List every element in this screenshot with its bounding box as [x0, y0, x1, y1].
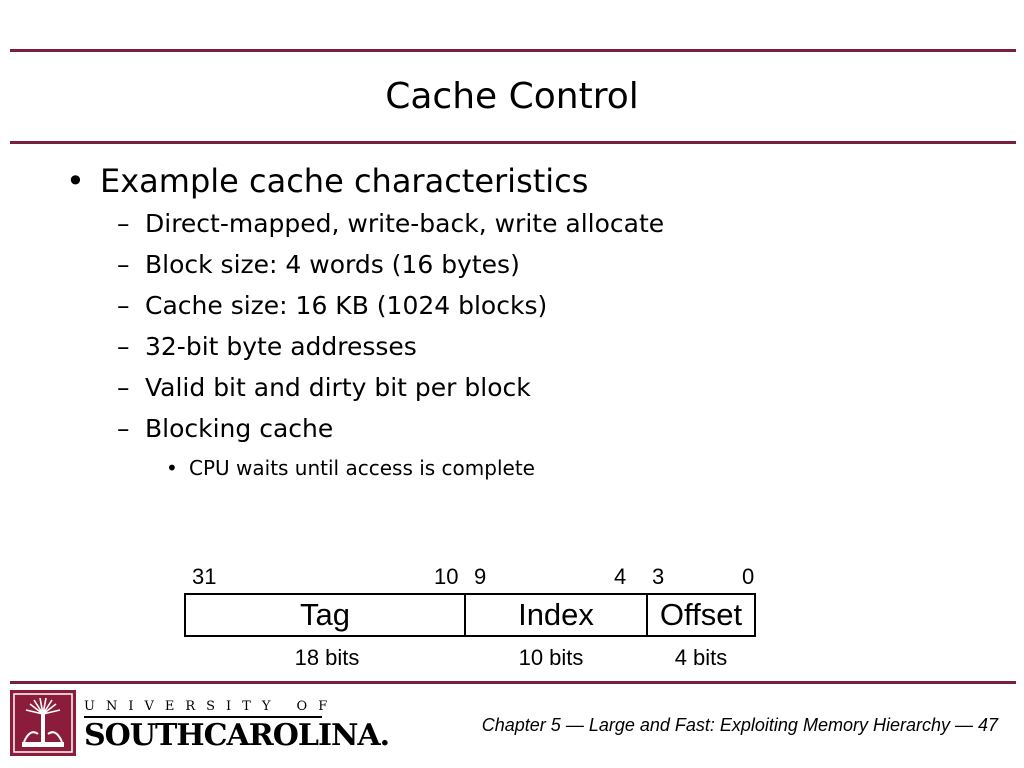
address-fields: Tag Index Offset [184, 593, 756, 637]
dash-marker: – [117, 250, 130, 279]
bullet-marker: • [66, 162, 85, 200]
wordmark-rule [84, 716, 322, 718]
sub-item-text: Block size: 4 words (16 bytes) [145, 250, 520, 279]
dash-marker: – [117, 291, 130, 320]
title-divider [10, 141, 1016, 144]
sub-item-text: Cache size: 16 KB (1024 blocks) [145, 291, 548, 320]
bit-number-4: 4 [614, 564, 627, 589]
dash-marker: – [117, 332, 130, 361]
university-palmetto-logo [10, 690, 76, 756]
bullet-marker: • [166, 456, 178, 480]
bit-number-10: 10 [434, 564, 459, 589]
slide-footer: Chapter 5 — Large and Fast: Exploiting M… [481, 715, 998, 735]
bit-number-3: 3 [652, 564, 665, 589]
university-wordmark: UNIVERSITY OF SOUTHCAROLINA. [84, 699, 390, 753]
bit-number-31: 31 [192, 564, 217, 589]
address-breakdown-diagram: 31 10 9 4 3 0 Tag Index Offset 18 bits 1… [184, 560, 764, 680]
bit-number-9: 9 [474, 564, 487, 589]
offset-width-label: 4 bits [674, 645, 728, 670]
south-carolina-text: SOUTHCAROLINA. [84, 718, 390, 753]
slide-title: Cache Control [385, 76, 639, 117]
tag-field: Tag [186, 595, 466, 635]
dash-marker: – [117, 209, 130, 238]
bullet-text: Example cache characteristics [100, 162, 589, 200]
footer-divider [10, 681, 1016, 684]
top-divider [10, 49, 1016, 52]
bit-number-0: 0 [742, 564, 755, 589]
sub-item-text: Blocking cache [145, 414, 334, 443]
dash-marker: – [117, 414, 130, 443]
tag-width-label: 18 bits [294, 645, 360, 670]
index-field: Index [466, 595, 648, 635]
dash-marker: – [117, 373, 130, 402]
index-width-label: 10 bits [518, 645, 584, 670]
sub-item-text: Direct-mapped, write-back, write allocat… [145, 209, 665, 238]
palmetto-icon [13, 693, 73, 753]
sub-item-text: 32-bit byte addresses [145, 332, 417, 361]
university-of-text: UNIVERSITY OF [84, 699, 339, 714]
offset-field: Offset [659, 597, 743, 632]
subsub-item-text: CPU waits until access is complete [189, 456, 535, 480]
sub-item-text: Valid bit and dirty bit per block [145, 373, 531, 402]
